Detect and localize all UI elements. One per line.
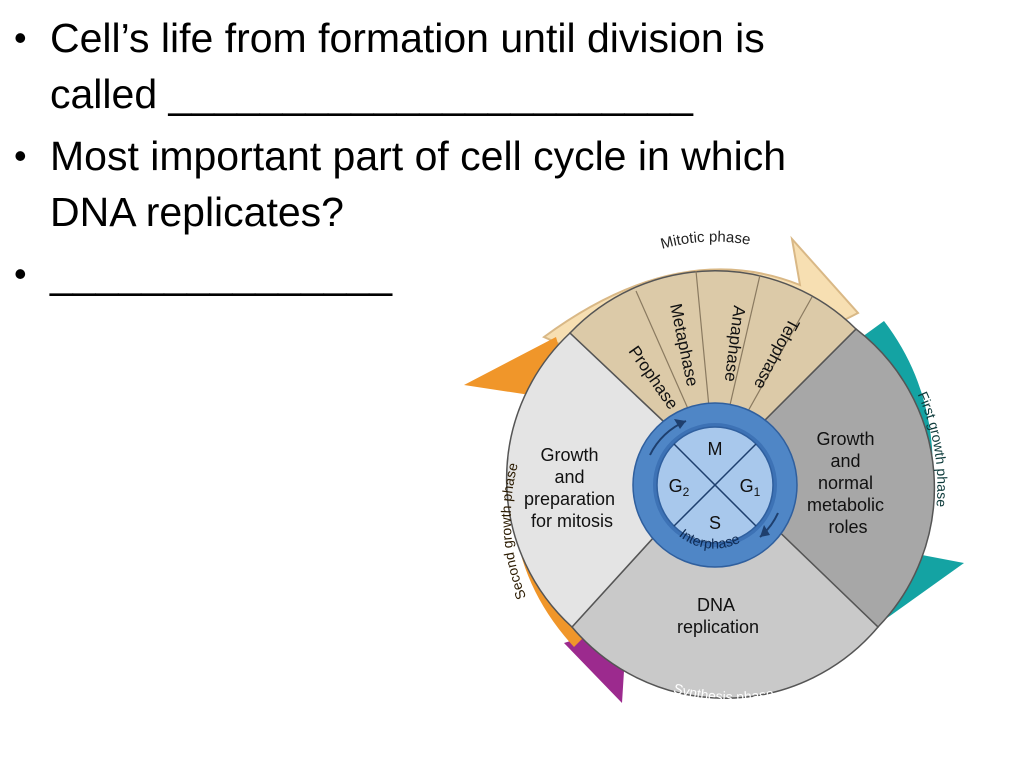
- hub-m-label: M: [708, 439, 723, 459]
- mitotic-phase-label: Mitotic phase: [659, 229, 752, 253]
- bullet-text: called _______________________: [50, 71, 693, 117]
- g2-region-text: Growth and preparation for mitosis: [524, 445, 620, 531]
- g1-wedge: [713, 328, 936, 629]
- hub-s-label: S: [709, 513, 721, 533]
- bullet-dot: •: [14, 253, 27, 294]
- bullet-item-1: • Cell’s life from formation until divis…: [14, 10, 914, 122]
- g1-region-text: Growth and normal metabolic roles: [807, 429, 889, 537]
- bullet-item-3: • _______________: [14, 246, 914, 302]
- bullet-text: DNA replicates?: [50, 189, 344, 235]
- hub-g1-label: G1: [740, 476, 761, 499]
- bullet-dot: •: [14, 17, 27, 58]
- bullet-list: • Cell’s life from formation until divis…: [14, 10, 914, 308]
- mitotic-wedge: [568, 270, 858, 472]
- cell-cycle-diagram: Prophase Metaphase Anaphase Telophase Mi…: [460, 225, 980, 750]
- s-wedge: [571, 468, 880, 699]
- hub-g2-label: G2: [669, 476, 690, 499]
- bullet-text: _______________: [50, 251, 393, 297]
- cell-cycle-svg: Prophase Metaphase Anaphase Telophase Mi…: [464, 229, 964, 705]
- g2-wedge: [505, 331, 717, 629]
- bullet-text: Most important part of cell cycle in whi…: [50, 133, 786, 179]
- bullet-dot: •: [14, 135, 27, 176]
- bullet-text: Cell’s life from formation until divisio…: [50, 15, 765, 61]
- bullet-item-2: • Most important part of cell cycle in w…: [14, 128, 914, 240]
- s-region-text: DNA replication: [677, 595, 759, 637]
